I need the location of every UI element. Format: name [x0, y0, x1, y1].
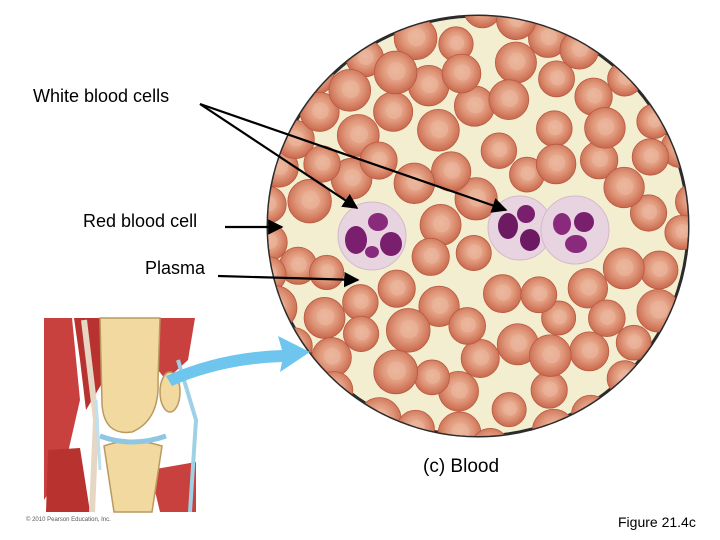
- red-blood-cell: [419, 204, 462, 246]
- red-blood-cell: [607, 61, 643, 97]
- red-blood-cell: [603, 166, 645, 209]
- red-blood-cell: [373, 91, 414, 132]
- red-blood-cell: [470, 428, 510, 436]
- red-blood-cell: [629, 194, 668, 232]
- red-blood-cell: [496, 323, 539, 366]
- red-blood-cell: [675, 183, 688, 221]
- caption: (c) Blood: [423, 456, 500, 477]
- red-blood-cell: [615, 324, 652, 361]
- red-blood-cell: [574, 77, 613, 116]
- red-blood-cell: [606, 360, 643, 397]
- red-blood-cell: [373, 349, 419, 395]
- red-blood-cell: [441, 53, 482, 94]
- red-blood-cell: [303, 145, 341, 183]
- red-blood-cell: [496, 16, 537, 40]
- red-blood-cell: [664, 214, 688, 250]
- copyright-text: © 2010 Pearson Education, Inc.: [26, 517, 111, 523]
- pointer-wbc-left: [199, 103, 359, 209]
- red-blood-cell: [639, 250, 679, 290]
- red-blood-cell: [480, 132, 518, 169]
- red-blood-cell: [377, 269, 416, 308]
- red-blood-cell: [571, 394, 611, 435]
- red-blood-cell: [393, 162, 435, 204]
- red-blood-cell: [455, 235, 492, 271]
- label-red-blood-cell: Red blood cell: [83, 211, 198, 231]
- red-blood-cell: [287, 179, 332, 224]
- red-blood-cell: [567, 268, 609, 309]
- label-white-blood-cells: White blood cells: [33, 86, 170, 106]
- blue-pointer-arrow: [166, 336, 310, 386]
- red-blood-cell: [342, 284, 379, 321]
- red-blood-cell: [530, 371, 568, 409]
- red-blood-cell: [602, 247, 645, 290]
- red-blood-cell: [588, 299, 626, 338]
- red-blood-cell: [303, 297, 346, 339]
- red-blood-cell: [373, 50, 418, 95]
- red-blood-cell: [488, 79, 530, 120]
- red-blood-cell: [636, 289, 680, 333]
- red-blood-cell: [299, 91, 340, 132]
- figure-number: Figure 21.4c: [618, 514, 696, 530]
- label-plasma: Plasma: [145, 258, 206, 278]
- red-blood-cell: [584, 107, 626, 149]
- red-blood-cell: [536, 110, 573, 147]
- white-blood-cell-left: [337, 201, 407, 271]
- pointer-lines: [199, 102, 508, 288]
- red-blood-cell: [408, 64, 450, 107]
- white-blood-cell-right: [540, 195, 610, 265]
- red-blood-cell: [414, 359, 450, 396]
- red-blood-cell: [491, 392, 527, 428]
- red-blood-cell: [460, 339, 500, 378]
- red-blood-cell: [483, 274, 522, 313]
- red-blood-cell: [538, 60, 575, 98]
- red-blood-cell: [328, 68, 372, 112]
- micrograph-circle: [266, 14, 690, 438]
- red-blood-cell: [529, 334, 572, 377]
- red-blood-cell: [385, 308, 431, 353]
- red-blood-cell: [411, 237, 450, 276]
- red-blood-cell: [494, 41, 537, 84]
- red-blood-cell: [579, 141, 619, 180]
- red-blood-cell: [448, 307, 486, 345]
- red-blood-cell: [309, 254, 345, 290]
- red-blood-cell: [463, 16, 502, 29]
- red-blood-cell: [569, 331, 610, 372]
- knee-anatomy-illustration: [40, 316, 200, 514]
- red-blood-cell: [631, 138, 670, 176]
- red-blood-cell: [343, 315, 380, 352]
- red-blood-cell: [535, 143, 577, 185]
- red-blood-cell: [541, 300, 577, 336]
- pointer-wbc-middle: [199, 102, 508, 213]
- red-blood-cell: [396, 409, 435, 436]
- red-blood-cell: [417, 108, 460, 152]
- pointer-plasma: [217, 271, 360, 288]
- red-blood-cell: [438, 26, 474, 62]
- red-blood-cell: [520, 276, 558, 314]
- red-blood-cell: [509, 156, 545, 193]
- red-blood-cell: [418, 285, 460, 327]
